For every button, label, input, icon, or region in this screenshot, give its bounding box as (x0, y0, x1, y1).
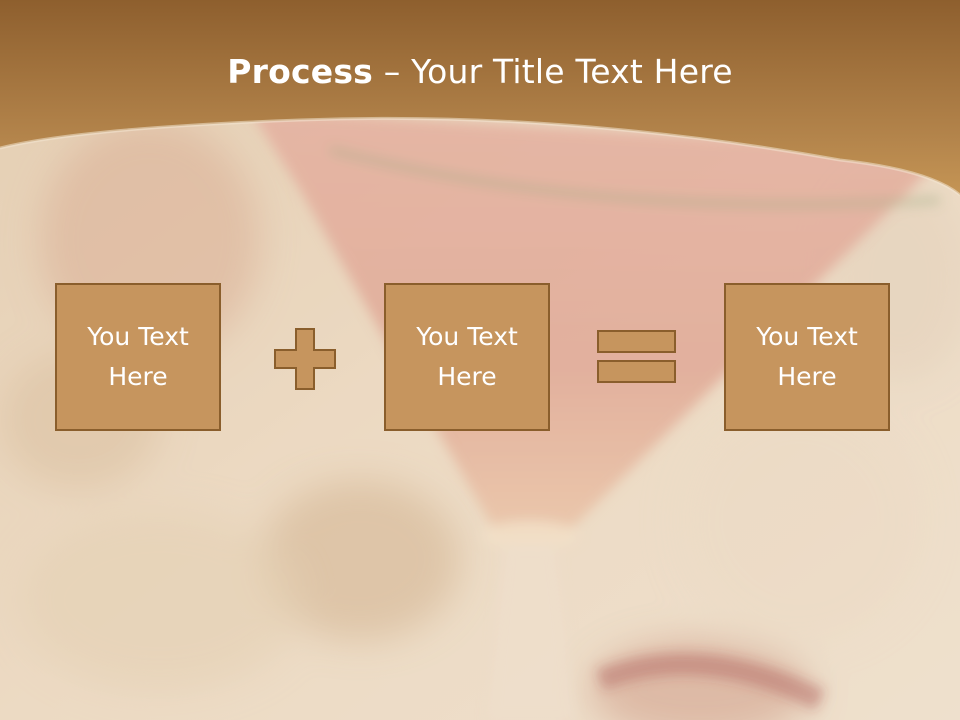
process-box-1-text: You Text Here (87, 322, 189, 391)
process-box-3[interactable]: You Text Here (724, 283, 890, 431)
process-box-2[interactable]: You Text Here (384, 283, 550, 431)
process-box-1[interactable]: You Text Here (55, 283, 221, 431)
title-bold: Process (227, 52, 374, 91)
equals-icon (597, 330, 676, 383)
header-band (0, 0, 960, 197)
process-box-2-text: You Text Here (416, 322, 518, 391)
title-rest: – Your Title Text Here (373, 52, 733, 91)
process-box-3-text: You Text Here (756, 322, 858, 391)
slide-title: Process – Your Title Text Here (0, 52, 960, 91)
plus-icon (274, 328, 336, 390)
